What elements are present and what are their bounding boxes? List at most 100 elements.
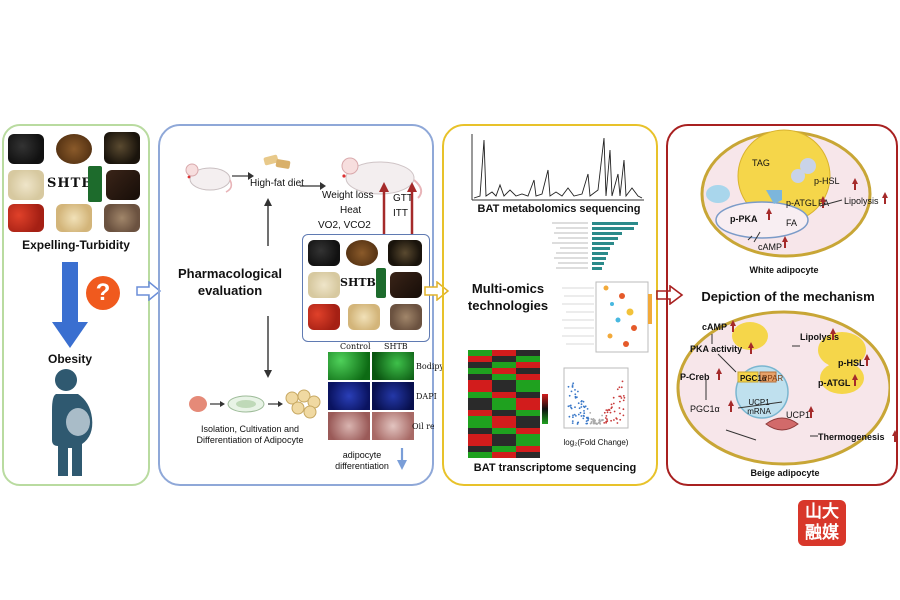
volcano-point bbox=[621, 380, 624, 383]
small-mouse-icon bbox=[185, 163, 233, 193]
beige-lipolysis-label: Lipolysis bbox=[800, 332, 840, 342]
multi-omics-title-line2: technologies bbox=[467, 298, 549, 313]
obese-person-icon bbox=[52, 369, 93, 476]
chromatogram-plot bbox=[471, 134, 644, 201]
heatmap-cell bbox=[468, 440, 492, 446]
herb-bark-pieces bbox=[104, 204, 140, 232]
beige-nucleus-ppar-label: PPAR bbox=[762, 374, 784, 383]
large-mouse-icon bbox=[341, 157, 423, 199]
diff-down-arrow bbox=[397, 448, 407, 470]
herb2-red-berries bbox=[308, 304, 340, 330]
volcano-point bbox=[583, 410, 585, 412]
volcano-point bbox=[619, 418, 622, 421]
shtb-product-label-2: SHTB bbox=[340, 276, 376, 289]
volcano-point bbox=[580, 400, 583, 403]
micro-bodipy-shtb bbox=[372, 352, 414, 380]
food-pellets-icon bbox=[262, 154, 294, 172]
white-arrows bbox=[747, 178, 888, 248]
shtb-product-label: SHTB bbox=[47, 176, 94, 191]
volcano-point bbox=[584, 405, 587, 408]
heatmap-legend bbox=[542, 394, 548, 424]
volcano-point bbox=[573, 413, 576, 416]
herb-dark-pods bbox=[104, 132, 140, 164]
vertical-arrow-up bbox=[264, 198, 272, 246]
watermark-logo: 山大 融媒 bbox=[798, 500, 846, 546]
down-arrow-blue bbox=[52, 262, 88, 348]
white-patgl-label: p-ATGL bbox=[786, 198, 817, 208]
volcano-point bbox=[589, 422, 592, 425]
volcano-point bbox=[578, 407, 581, 410]
herb2-bark-pieces bbox=[390, 304, 422, 330]
heat-label: Heat bbox=[340, 205, 362, 216]
volcano-point bbox=[610, 419, 612, 422]
beige-patgl-label: p-ATGL bbox=[818, 378, 851, 388]
heatmap-cell bbox=[468, 452, 492, 458]
herb-light-slices bbox=[56, 204, 92, 232]
shtb-package-2 bbox=[376, 268, 386, 298]
volcano-point bbox=[571, 422, 574, 424]
volcano-point bbox=[576, 423, 579, 425]
weight-loss-label: Weight loss bbox=[322, 190, 374, 201]
cell-culture-icons bbox=[189, 389, 321, 419]
beige-adipocyte-title: Beige adipocyte bbox=[750, 468, 820, 478]
volcano-point bbox=[580, 415, 583, 417]
heatmap-cell bbox=[468, 362, 492, 368]
heatmap-cell bbox=[468, 428, 492, 434]
white-lipolysis-label: Lipolysis bbox=[844, 196, 879, 206]
volcano-point bbox=[574, 397, 577, 399]
gene-heatmap bbox=[468, 350, 540, 458]
volcano-point bbox=[604, 417, 607, 419]
red-up-arrows bbox=[379, 182, 417, 234]
watermark-line1: 山大 bbox=[805, 502, 839, 522]
shtb-package bbox=[88, 166, 102, 202]
heatmap-cell bbox=[516, 440, 540, 446]
beige-adipocyte-cell bbox=[676, 310, 890, 466]
heatmap-cell bbox=[468, 404, 492, 410]
heatmap-cell bbox=[516, 398, 540, 404]
arrow-to-diet bbox=[232, 172, 254, 180]
volcano-point bbox=[574, 406, 576, 409]
heatmap-cell bbox=[492, 410, 516, 416]
heatmap-cell bbox=[492, 452, 516, 458]
herb2-dark-slices bbox=[390, 272, 422, 298]
panel-pharmacological-evaluation bbox=[158, 124, 434, 486]
vo2-label: VO2, VCO2 bbox=[318, 220, 371, 231]
volcano-point bbox=[571, 420, 574, 422]
vertical-arrow-down bbox=[264, 316, 272, 378]
micro-bodipy-control bbox=[328, 352, 370, 380]
white-pka-label: p-PKA bbox=[730, 214, 758, 224]
heatmap-cell bbox=[516, 446, 540, 452]
volcano-point bbox=[568, 394, 571, 397]
volcano-point bbox=[586, 417, 589, 420]
heatmap-cell bbox=[468, 374, 492, 380]
heatmap-cell bbox=[492, 356, 516, 362]
volcano-point bbox=[569, 405, 571, 407]
micro-row-dapi: DAPI bbox=[416, 392, 437, 401]
heatmap-cell bbox=[468, 386, 492, 392]
heatmap-cell bbox=[516, 416, 540, 422]
heatmap-cell bbox=[516, 380, 540, 386]
white-adipocyte-title: White adipocyte bbox=[749, 265, 819, 275]
heatmap-cell bbox=[516, 404, 540, 410]
heatmap-cell bbox=[516, 356, 540, 362]
volcano-point bbox=[571, 384, 574, 386]
gtt-label: GTT bbox=[393, 193, 413, 204]
volcano-point bbox=[587, 419, 589, 422]
enrichment-dotplot bbox=[562, 281, 652, 353]
micro-dapi-control bbox=[328, 382, 370, 410]
volcano-point bbox=[612, 402, 615, 405]
white-camp-label: cAMP bbox=[758, 242, 783, 252]
volcano-point bbox=[574, 389, 576, 391]
volcano-xlabel: log₂(Fold Change) bbox=[563, 438, 629, 447]
volcano-point bbox=[575, 415, 577, 417]
white-adipocyte-cell bbox=[700, 129, 872, 258]
volcano-point bbox=[577, 390, 579, 393]
volcano-point bbox=[590, 418, 593, 420]
multi-omics-title-line1: Multi-omics bbox=[471, 281, 545, 296]
volcano-point bbox=[620, 386, 623, 389]
micro-oilred-control bbox=[328, 412, 370, 440]
heatmap-cell bbox=[516, 362, 540, 368]
volcano-point bbox=[582, 405, 585, 408]
heatmap-cell bbox=[468, 416, 492, 422]
heatmap-cell bbox=[516, 422, 540, 428]
